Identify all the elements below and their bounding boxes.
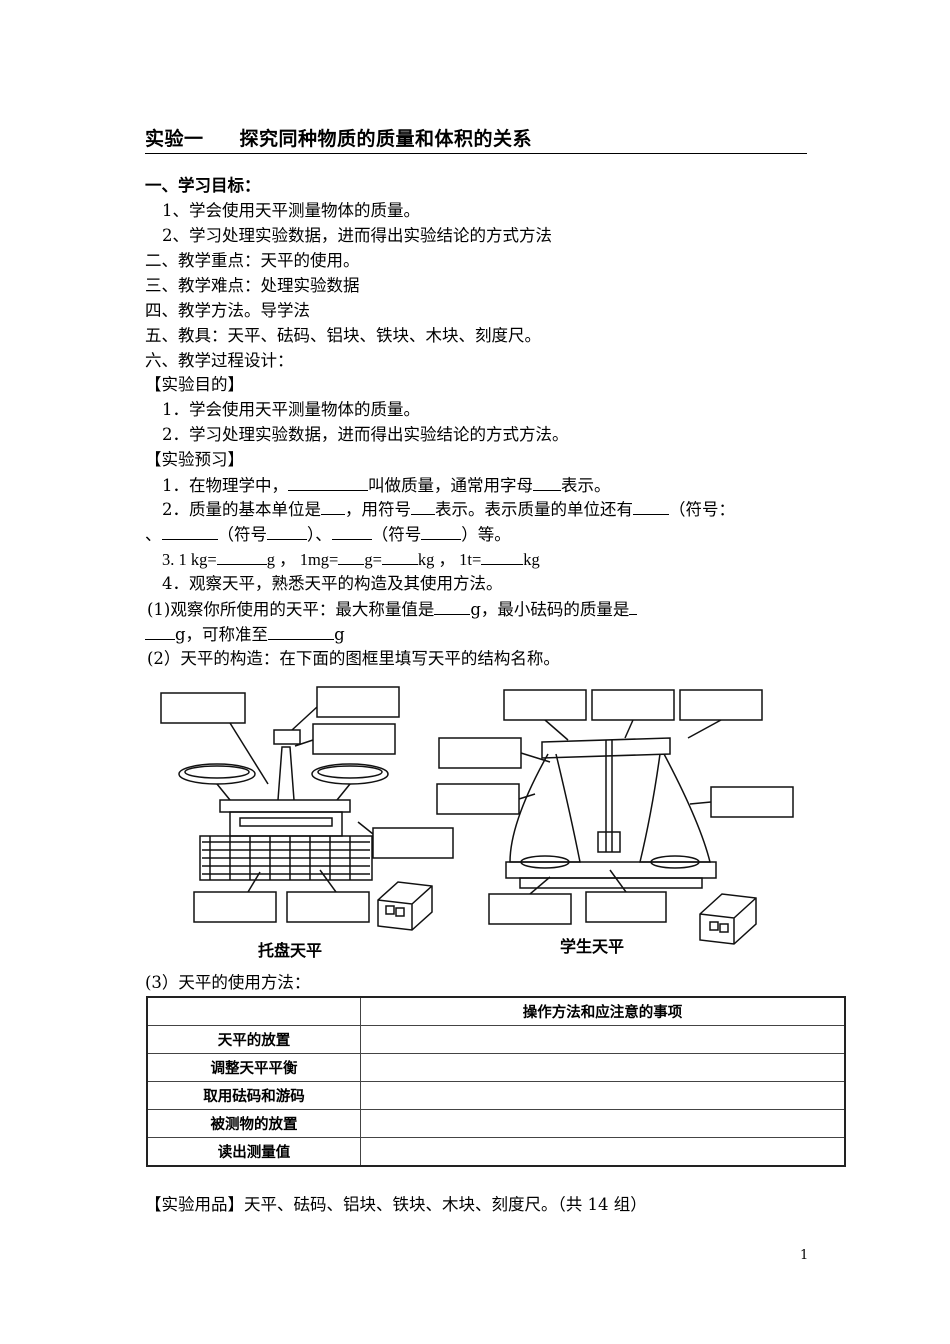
- table-row-label: 调整天平平衡: [146, 1053, 361, 1082]
- blank-field[interactable]: [411, 498, 435, 515]
- teaching-method: 四、教学方法。导学法: [145, 301, 310, 320]
- table-row: 被测物的放置: [146, 1109, 846, 1138]
- label-box: [312, 723, 396, 755]
- label-box: [286, 891, 370, 923]
- preview-question-4-2: (2）天平的构造：在下面的图框里填写天平的结构名称。: [147, 649, 560, 668]
- label-box: [591, 689, 675, 721]
- label-box: [585, 891, 667, 923]
- blank-field[interactable]: [421, 523, 462, 540]
- title-part2: 探究同种物质的质量和体积的关系: [239, 128, 533, 150]
- blank-field[interactable]: [267, 523, 307, 540]
- table-header-row: 操作方法和应注意的事项: [146, 996, 846, 1026]
- table-cell[interactable]: [360, 1025, 846, 1054]
- teaching-tools: 五、教具：天平、砝码、铝块、铁块、木块、刻度尺。: [145, 326, 541, 345]
- blank-field[interactable]: [288, 474, 368, 491]
- usage-heading: (3）天平的使用方法：: [145, 973, 311, 992]
- table-row: 调整天平平衡: [146, 1053, 846, 1082]
- label-box: [503, 689, 587, 721]
- table-header-cell: 操作方法和应注意的事项: [360, 996, 846, 1026]
- table-row-label: 读出测量值: [146, 1137, 361, 1167]
- label-box: [316, 686, 400, 718]
- label-box: [160, 692, 246, 724]
- label-box: [193, 891, 277, 923]
- blank-field[interactable]: [481, 548, 524, 565]
- goal-1: 1、学会使用天平测量物体的质量。: [162, 201, 420, 220]
- table-cell[interactable]: [360, 1081, 846, 1110]
- blank-field[interactable]: [338, 548, 365, 565]
- usage-table: 操作方法和应注意的事项 天平的放置 调整天平平衡 取用砝码和游码 被测物的放置 …: [146, 996, 846, 1167]
- blank-field[interactable]: [633, 498, 669, 515]
- blank-field[interactable]: [216, 548, 267, 565]
- balance-diagrams: 托盘天平 学生天平: [160, 686, 794, 960]
- page-title: 实验一 探究同种物质的质量和体积的关系: [145, 124, 807, 154]
- tray-balance-caption: 托盘天平: [258, 941, 322, 960]
- label-box: [488, 893, 572, 925]
- blank-field[interactable]: [533, 474, 561, 491]
- purpose-item-2: 2．学习处理实验数据，进而得出实验结论的方式方法。: [162, 425, 569, 444]
- table-row-label: 被测物的放置: [146, 1109, 361, 1138]
- table-row: 读出测量值: [146, 1137, 846, 1167]
- difficulty: 三、教学难点：处理实验数据: [145, 276, 360, 295]
- label-box: [436, 783, 520, 815]
- label-box: [710, 786, 794, 818]
- table-row-label: 天平的放置: [146, 1025, 361, 1054]
- preview-question-3: 3. 1 kg=g ， 1mg=g=kg ， 1t=kg: [162, 548, 540, 569]
- table-cell[interactable]: [360, 1137, 846, 1167]
- student-balance-caption: 学生天平: [560, 937, 624, 956]
- preview-question-4: 4．观察天平，熟悉天平的构造及其使用方法。: [162, 574, 503, 593]
- blank-field[interactable]: [161, 523, 218, 540]
- teaching-process: 六、教学过程设计：: [145, 351, 294, 370]
- label-box: [372, 827, 454, 859]
- purpose-heading: 【实验目的】: [145, 375, 244, 394]
- table-row: 取用砝码和游码: [146, 1081, 846, 1110]
- blank-field[interactable]: [331, 523, 372, 540]
- table-cell[interactable]: [360, 1109, 846, 1138]
- blank-field[interactable]: [381, 548, 418, 565]
- title-part1: 实验一: [145, 128, 204, 150]
- preview-question-2: 2．质量的基本单位是，用符号表示。表示质量的单位还有（符号：: [162, 498, 735, 519]
- blank-field[interactable]: [268, 623, 335, 640]
- blank-field[interactable]: [145, 623, 175, 640]
- preview-heading: 【实验预习】: [145, 450, 244, 469]
- label-box: [438, 737, 522, 769]
- supplies: 【实验用品】天平、砝码、铝块、铁块、木块、刻度尺。（共 14 组）: [145, 1195, 647, 1214]
- purpose-item-1: 1．学会使用天平测量物体的质量。: [162, 400, 420, 419]
- table-cell: [146, 996, 361, 1026]
- preview-question-2-cont: 、（符号）、（符号）等。: [145, 523, 511, 544]
- blank-field[interactable]: [434, 598, 471, 615]
- table-row: 天平的放置: [146, 1025, 846, 1054]
- page-number: 1: [800, 1248, 809, 1263]
- key-point: 二、教学重点：天平的使用。: [145, 251, 360, 270]
- preview-question-1: 1．在物理学中，叫做质量，通常用字母表示。: [162, 474, 611, 495]
- table-cell[interactable]: [360, 1053, 846, 1082]
- goals-heading: 一、学习目标：: [145, 176, 261, 195]
- label-box: [679, 689, 763, 721]
- table-row-label: 取用砝码和游码: [146, 1081, 361, 1110]
- blank-field[interactable]: [629, 598, 638, 615]
- goal-2: 2、学习处理实验数据，进而得出实验结论的方式方法: [162, 226, 552, 245]
- blank-field[interactable]: [321, 498, 345, 515]
